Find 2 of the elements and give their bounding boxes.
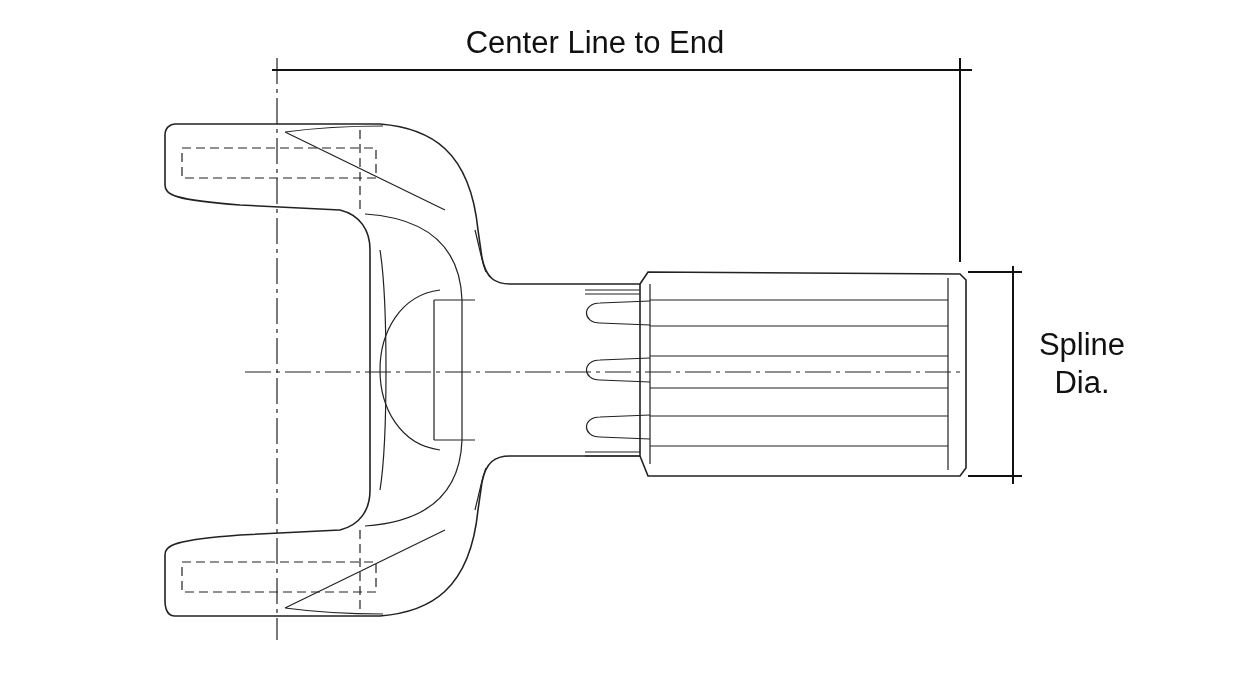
- dimension-label: Spline Dia.: [1037, 326, 1127, 402]
- dimension-label: Center Line to End: [464, 24, 726, 62]
